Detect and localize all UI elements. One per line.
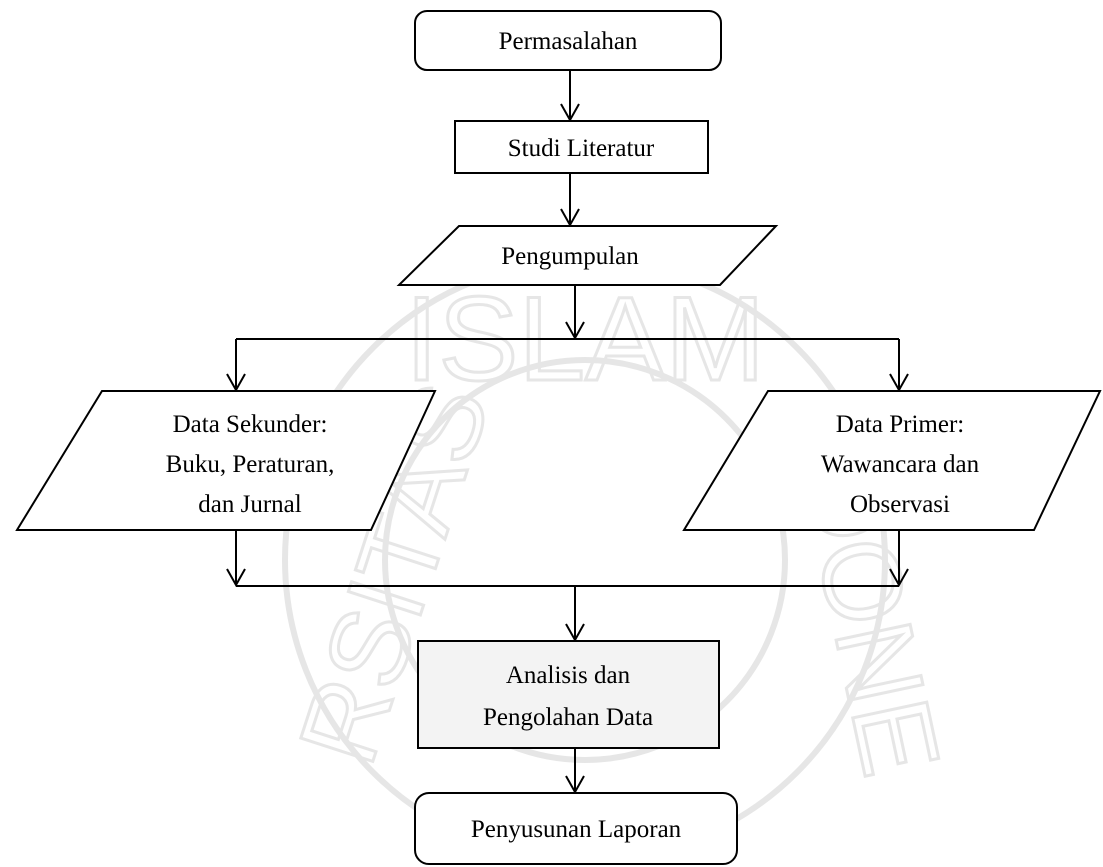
node-label: Penyusunan Laporan xyxy=(471,816,682,843)
node-label: dan Jurnal xyxy=(198,491,301,518)
node-label: Analisis dan xyxy=(506,662,631,689)
arrowhead xyxy=(226,568,246,588)
node-label: Pengolahan Data xyxy=(483,704,653,731)
node-data-primer: Data Primer: Wawancara dan Observasi xyxy=(682,390,1102,531)
node-penyusunan-laporan: Penyusunan Laporan xyxy=(414,792,738,865)
node-permasalahan: Permasalahan xyxy=(414,10,722,71)
connector-lines xyxy=(235,70,900,792)
node-label: Data Sekunder: xyxy=(173,411,328,438)
node-label: Data Primer: xyxy=(836,411,964,438)
node-label: Pengumpulan xyxy=(501,243,639,270)
node-label: Buku, Peraturan, xyxy=(166,451,335,478)
node-studi-literatur: Studi Literatur xyxy=(454,120,709,174)
arrowhead xyxy=(889,568,909,588)
node-label: Permasalahan xyxy=(499,28,638,55)
node-label: Studi Literatur xyxy=(508,135,655,162)
node-pengumpulan: Pengumpulan xyxy=(396,225,779,286)
arrowhead xyxy=(565,321,585,341)
node-data-sekunder: Data Sekunder: Buku, Peraturan, dan Jurn… xyxy=(15,390,437,531)
node-label: Wawancara dan xyxy=(821,451,980,478)
node-label: Observasi xyxy=(850,491,950,518)
node-analisis: Analisis dan Pengolahan Data xyxy=(417,640,720,749)
